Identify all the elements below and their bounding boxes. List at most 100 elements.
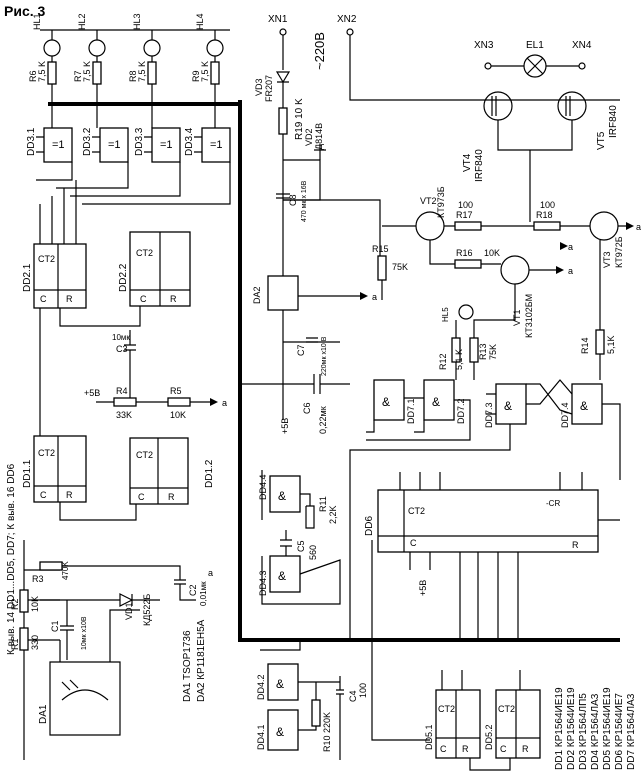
value-c4: 100 bbox=[358, 683, 368, 698]
diode-vd3-icon bbox=[275, 71, 291, 84]
value-r13: 75K bbox=[488, 344, 498, 360]
ct2-dd5-2: CT2 bbox=[498, 704, 515, 714]
value-c2: 0,01мк bbox=[199, 581, 208, 606]
type-vd3: FR207 bbox=[264, 75, 274, 102]
label-xn4: XN4 bbox=[572, 40, 592, 51]
value-r6: 7,5 K bbox=[37, 61, 47, 82]
led-row-top bbox=[40, 29, 230, 128]
gate-dd3-2 bbox=[99, 127, 129, 163]
label-c1: C1 bbox=[50, 620, 60, 632]
counters-dd1 bbox=[33, 308, 189, 521]
type-vd1: КД522Б bbox=[142, 594, 152, 626]
resistor-r4 bbox=[113, 397, 137, 407]
ct2-dd6: CT2 bbox=[408, 506, 425, 516]
r-dd1-2: R bbox=[168, 492, 175, 502]
oscillator-dd4 bbox=[261, 470, 341, 605]
value-r17: 100 bbox=[458, 200, 473, 210]
label-xn1: XN1 bbox=[268, 14, 288, 25]
value-r11: 2,2K bbox=[328, 505, 338, 524]
resistor-r17 bbox=[454, 221, 482, 231]
xor-gates-dd3 bbox=[36, 127, 231, 205]
c-dd5-1: C bbox=[440, 744, 447, 754]
terminal-xn3 bbox=[484, 62, 492, 70]
label-da1: DA1 bbox=[38, 704, 49, 724]
gate-dd3-3 bbox=[151, 127, 181, 163]
mains-section bbox=[275, 28, 620, 280]
ir-input-section bbox=[19, 540, 196, 760]
label-r16: R16 bbox=[456, 248, 473, 258]
label-el1: EL1 bbox=[526, 40, 544, 51]
value-r8: 7,5 K bbox=[137, 61, 147, 82]
label-hl4: HL4 bbox=[195, 13, 205, 30]
label-r3: R3 bbox=[32, 574, 44, 584]
da-list-1: DA1 TSOP1736 bbox=[182, 630, 193, 702]
label-r9: R9 bbox=[191, 70, 201, 82]
label-c5: C5 bbox=[296, 540, 306, 552]
resistor-r14 bbox=[595, 329, 605, 355]
r-dd5-2: R bbox=[522, 744, 529, 754]
c-dd2-2: C bbox=[140, 294, 147, 304]
counter-dd5-2 bbox=[495, 689, 541, 759]
dd-list-4: DD4 КР1564ЛА3 bbox=[590, 693, 601, 770]
terminal-xn4 bbox=[578, 62, 586, 70]
label-dd3-1: DD3.1 bbox=[26, 127, 37, 156]
and-sym-dd4-3: & bbox=[278, 569, 286, 583]
counter-dd6 bbox=[377, 489, 599, 553]
label-r12: R12 bbox=[438, 353, 448, 370]
mosfet-vt5-icon bbox=[557, 91, 587, 121]
label-c2: C2 bbox=[188, 584, 198, 596]
xor-sym-3: =1 bbox=[160, 139, 173, 151]
r-dd5-1: R bbox=[462, 744, 469, 754]
and-sym-dd4-4: & bbox=[278, 489, 286, 503]
gate-dd7-2 bbox=[423, 379, 455, 421]
value-c6: 0,22мк bbox=[318, 406, 328, 434]
label-r11: R11 bbox=[318, 496, 328, 512]
counters-dd5 bbox=[435, 670, 541, 771]
label-dd7-2: DD7.2 bbox=[456, 398, 466, 424]
regulator-da2 bbox=[267, 275, 299, 311]
data-bus bbox=[48, 100, 620, 642]
value-r1: 330 bbox=[30, 635, 40, 650]
out-a-r5: a bbox=[222, 398, 227, 408]
label-dd7-3: DD7.3 bbox=[484, 402, 494, 428]
value-c1: 10мк x10В bbox=[81, 616, 88, 650]
type-vt4: IRF840 bbox=[474, 149, 485, 182]
led-hl2-icon bbox=[88, 39, 106, 57]
label-vt5: VT5 bbox=[596, 131, 607, 150]
label-vt4: VT4 bbox=[462, 153, 473, 172]
gate-dd7-4 bbox=[571, 383, 603, 425]
rc-network-upper bbox=[96, 330, 218, 407]
dd-list-3: DD3 КР1564ЛП5 bbox=[578, 693, 589, 770]
ct2-dd1-1: CT2 bbox=[38, 448, 55, 458]
and-sym-dd7-3: & bbox=[504, 399, 512, 413]
label-r8: R8 bbox=[128, 70, 138, 82]
c-dd5-2: C bbox=[500, 744, 507, 754]
diode-vd1-icon bbox=[119, 593, 134, 607]
mosfets bbox=[483, 91, 587, 222]
gate-dd4-3 bbox=[269, 555, 301, 593]
dd-list-7: DD7 КР1564ЛА3 bbox=[626, 693, 637, 770]
label-dd5-1: DD5.1 bbox=[424, 724, 434, 750]
label-dd4-1: DD4.1 bbox=[256, 724, 266, 750]
ct2-dd2-1: CT2 bbox=[38, 254, 55, 264]
label-r19: R19 10 K bbox=[294, 98, 305, 140]
label-vd2: VD2 bbox=[304, 128, 314, 146]
value-r7: 7,5 K bbox=[82, 61, 92, 82]
c-dd6: C bbox=[410, 538, 417, 548]
label-dd1-2: DD1.2 bbox=[204, 459, 215, 488]
value-c8: 470 мк x 16В bbox=[301, 180, 308, 222]
out-a-vt3: a bbox=[636, 222, 641, 232]
gates-dd4-bottom bbox=[260, 640, 344, 760]
resistor-r9 bbox=[210, 61, 220, 85]
label-dd2-2: DD2.2 bbox=[118, 263, 129, 292]
gate-dd3-1 bbox=[43, 127, 73, 163]
plus5-dd6: +5B bbox=[418, 580, 428, 596]
label-r18: R18 bbox=[536, 210, 553, 220]
transistor-stage bbox=[283, 199, 634, 380]
plus5-upper: +5B bbox=[84, 388, 100, 398]
value-r5: 10K bbox=[170, 410, 186, 420]
out-a-da2: a bbox=[372, 292, 377, 302]
mains-voltage: ~220В bbox=[312, 32, 327, 70]
counter-dd1-1 bbox=[33, 435, 87, 503]
